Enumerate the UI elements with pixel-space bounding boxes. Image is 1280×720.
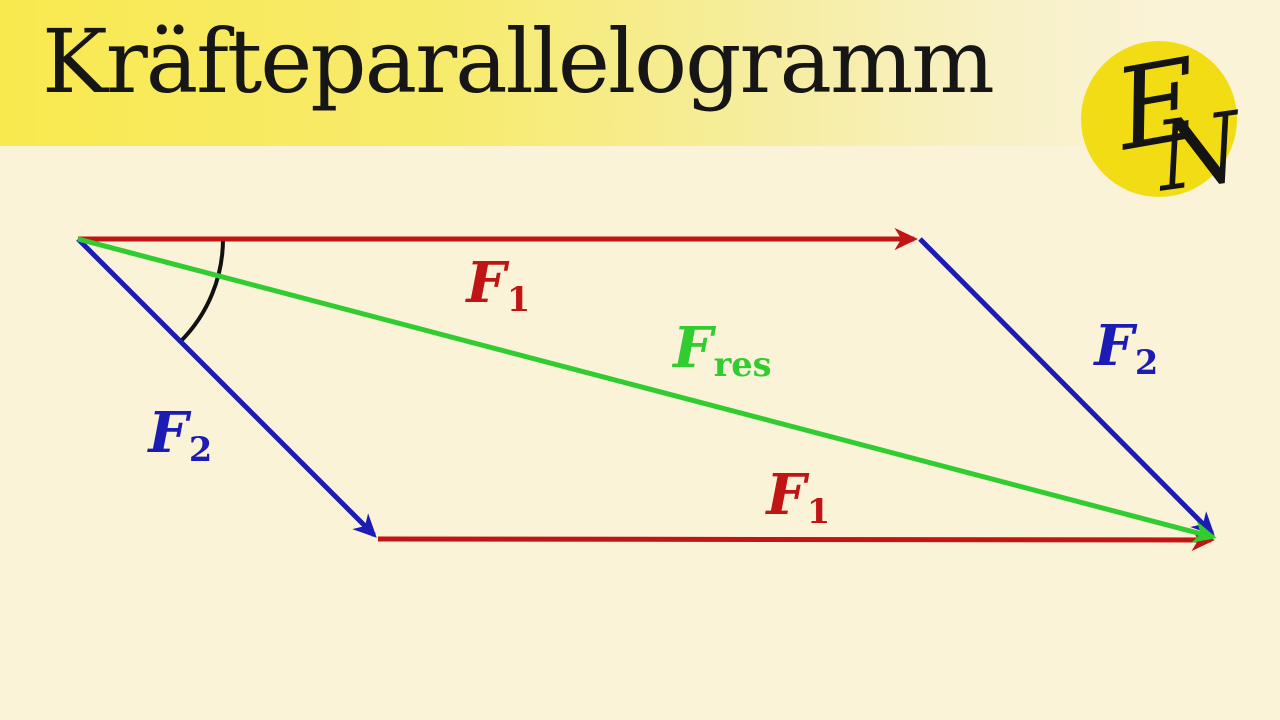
vector-f-res — [77, 236, 1217, 543]
label-f1-bottom: F1 — [766, 462, 831, 531]
page-title: Kräfteparallelogramm — [42, 10, 995, 113]
angle-arc — [179, 238, 225, 343]
vector-f2-left — [76, 237, 377, 538]
label-f2-right: F2 — [1094, 313, 1159, 382]
logo-circle-icon — [1081, 41, 1237, 197]
label-f2-left: F2 — [148, 400, 213, 469]
label-f-res: Fres — [673, 315, 772, 384]
vector-f1-bottom — [377, 528, 1215, 552]
title-bar: Kräfteparallelogramm — [0, 0, 1280, 146]
vector-f2-right — [918, 237, 1215, 536]
label-f1-top: F1 — [466, 250, 531, 319]
channel-logo: E N — [1081, 35, 1245, 205]
logo-letter-n: N — [1147, 90, 1245, 205]
